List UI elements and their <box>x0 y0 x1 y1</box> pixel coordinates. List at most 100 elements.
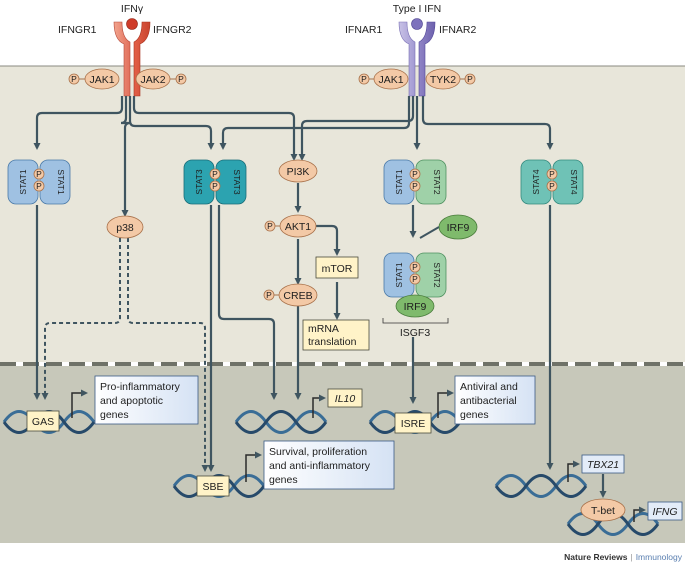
svg-text:Antiviral and: Antiviral and <box>460 381 518 393</box>
type-i-ifn-ligand <box>411 18 423 30</box>
svg-text:TYK2: TYK2 <box>430 74 456 86</box>
svg-text:TBX21: TBX21 <box>587 459 619 471</box>
gas-element: GAS <box>26 410 60 432</box>
svg-text:P: P <box>412 274 418 284</box>
jak1-right: JAK1 P <box>358 68 409 90</box>
svg-text:P: P <box>178 74 184 84</box>
stat3-homodimer: STAT3 STAT3 P P <box>183 159 247 205</box>
svg-text:genes: genes <box>100 409 129 421</box>
svg-text:JAK1: JAK1 <box>378 74 403 86</box>
svg-text:P: P <box>361 74 367 84</box>
svg-text:JAK2: JAK2 <box>140 74 165 86</box>
ifngr1-label: IFNGR1 <box>58 24 97 36</box>
phospho-site <box>175 73 187 85</box>
svg-text:STAT4: STAT4 <box>531 169 541 194</box>
irf9-connector <box>419 226 440 239</box>
svg-text:Pro-inflammatory: Pro-inflammatory <box>100 381 181 393</box>
transcription-start-arrows <box>71 389 646 522</box>
isre-element: ISRE <box>394 412 432 434</box>
svg-text:P: P <box>266 290 272 300</box>
survival-genes-box: Survival, proliferation and anti-inflamm… <box>263 440 395 490</box>
svg-text:P: P <box>412 169 418 179</box>
creb-node: CREB P <box>263 283 318 307</box>
svg-text:STAT2: STAT2 <box>432 169 442 194</box>
svg-text:P: P <box>267 221 273 231</box>
ifnar1-label: IFNAR1 <box>345 24 383 36</box>
stat4-homodimer: STAT4 STAT4 P P <box>520 159 584 205</box>
stat1-stat2-heterodimer: STAT1 STAT2 P P <box>383 159 447 205</box>
svg-text:STAT3: STAT3 <box>194 169 204 194</box>
svg-text:mRNA: mRNA <box>308 323 339 335</box>
sbe-element: SBE <box>196 475 230 497</box>
mrna-translation-box: mRNA translation <box>302 319 370 351</box>
svg-text:STAT2: STAT2 <box>432 262 442 287</box>
pi3k-node: PI3K <box>278 159 318 183</box>
dna-tbx21 <box>494 474 588 498</box>
svg-text:IRF9: IRF9 <box>404 301 427 313</box>
dna-il10 <box>234 410 328 434</box>
ifngr2-label: IFNGR2 <box>153 24 192 36</box>
svg-text:P: P <box>412 262 418 272</box>
svg-text:Survival, proliferation: Survival, proliferation <box>269 446 367 458</box>
svg-text:p38: p38 <box>116 222 134 234</box>
svg-text:P: P <box>212 181 218 191</box>
svg-text:genes: genes <box>460 409 489 421</box>
svg-text:STAT1: STAT1 <box>394 262 404 287</box>
pro-inflammatory-genes-box: Pro-inflammatory and apoptotic genes <box>94 375 199 425</box>
p38-node: p38 <box>106 215 144 239</box>
ifn-gamma-label: IFNγ <box>121 3 144 15</box>
isgf3-complex: STAT1 STAT2 P P IRF9 <box>383 252 447 318</box>
svg-text:PI3K: PI3K <box>287 166 310 178</box>
svg-text:T-bet: T-bet <box>591 505 615 517</box>
svg-text:JAK1: JAK1 <box>89 74 114 86</box>
svg-text:P: P <box>549 181 555 191</box>
tbx21-gene: TBX21 <box>581 454 625 474</box>
cytoplasm-region <box>0 66 685 362</box>
svg-text:P: P <box>467 74 473 84</box>
ifn-gamma-ligand <box>126 18 138 30</box>
isgf3-bracket <box>382 318 449 324</box>
ifnar2-label: IFNAR2 <box>439 24 477 36</box>
svg-text:P: P <box>36 169 42 179</box>
mtor-box: mTOR <box>315 256 359 279</box>
svg-text:STAT3: STAT3 <box>232 169 242 194</box>
p38-dashed-lines <box>41 238 209 472</box>
svg-text:P: P <box>36 181 42 191</box>
svg-text:P: P <box>549 169 555 179</box>
svg-text:IFNG: IFNG <box>652 506 677 518</box>
akt1-node: AKT1 P <box>264 214 317 238</box>
svg-text:ISRE: ISRE <box>401 418 426 430</box>
svg-text:CREB: CREB <box>283 290 312 302</box>
svg-text:mTOR: mTOR <box>322 263 353 275</box>
tbet-node: T-bet <box>580 498 626 522</box>
svg-text:SBE: SBE <box>202 481 223 493</box>
dna-sbe <box>172 474 266 498</box>
svg-text:and anti-inflammatory: and anti-inflammatory <box>269 460 371 472</box>
svg-text:AKT1: AKT1 <box>285 221 311 233</box>
phospho-site <box>358 73 370 85</box>
antiviral-genes-box: Antiviral and antibacterial genes <box>454 375 536 425</box>
phospho-site <box>464 73 476 85</box>
svg-text:and apoptotic: and apoptotic <box>100 395 163 407</box>
phospho-site <box>68 73 80 85</box>
irf9-node: IRF9 <box>438 214 478 240</box>
il10-gene: IL10 <box>327 388 363 408</box>
jak2: JAK2 P <box>135 68 187 90</box>
isgf3-label: ISGF3 <box>400 327 431 339</box>
ifnar-receptor <box>398 18 436 97</box>
tyk2: TYK2 P <box>425 68 476 90</box>
type-i-ifn-label: Type I IFN <box>393 3 441 15</box>
svg-text:antibacterial: antibacterial <box>460 395 517 407</box>
svg-text:STAT1: STAT1 <box>394 169 404 194</box>
svg-text:P: P <box>212 169 218 179</box>
svg-text:GAS: GAS <box>32 416 54 428</box>
jak1-left: JAK1 P <box>68 68 120 90</box>
svg-text:P: P <box>71 74 77 84</box>
svg-text:genes: genes <box>269 474 298 486</box>
stat1-homodimer: STAT1 STAT1 P P <box>7 159 71 205</box>
svg-text:STAT1: STAT1 <box>18 169 28 194</box>
svg-text:translation: translation <box>308 336 357 348</box>
svg-text:IRF9: IRF9 <box>447 222 470 234</box>
